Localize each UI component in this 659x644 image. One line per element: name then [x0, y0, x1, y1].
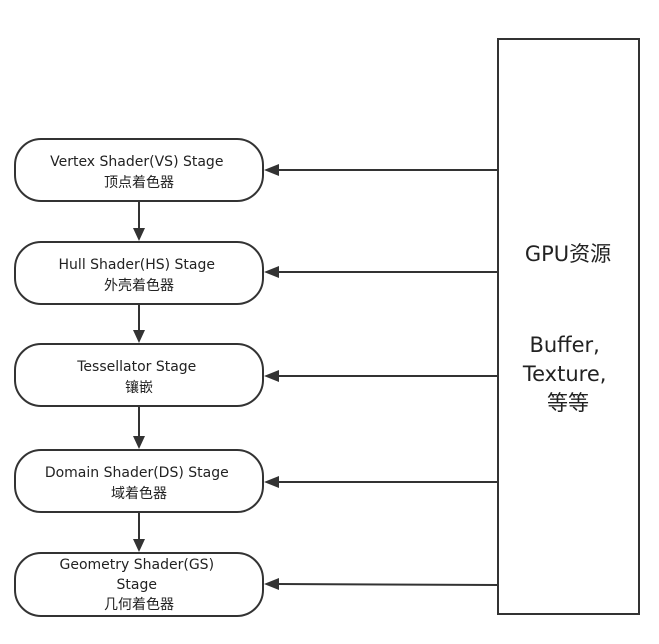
gpu-resource-box — [497, 38, 640, 615]
gpu-resource-title: GPU资源 — [525, 242, 611, 266]
resource-arrowhead-ds — [264, 476, 279, 488]
flow-arrowhead-vs-to-hs — [133, 228, 145, 241]
resource-line-gs — [276, 583, 499, 586]
gpu-resource-description: Buffer, Texture, 等等 — [522, 333, 613, 415]
stage-tessellator: Tessellator Stage 镶嵌 — [14, 343, 264, 407]
gpu-resource-line-1: Buffer, — [529, 333, 599, 357]
gpu-resource-line-3: 等等 — [547, 391, 589, 415]
resource-arrows — [264, 164, 499, 590]
stage-box-hull-shader — [14, 241, 264, 305]
gpu-resource: GPU资源 Buffer, Texture, 等等 — [497, 38, 640, 615]
stage-box-domain-shader — [14, 449, 264, 513]
resource-arrowhead-gs — [264, 578, 279, 590]
stage-box-tessellator — [14, 343, 264, 407]
flow-arrowhead-hs-to-tess — [133, 330, 145, 343]
flow-arrowhead-ds-to-gs — [133, 539, 145, 552]
resource-arrowhead-tess — [264, 370, 279, 382]
stage-label-hull-shader: Hull Shader(HS) Stage 外壳着色器 — [59, 257, 220, 294]
stage-hull-shader-line-1: Hull Shader(HS) Stage — [59, 257, 215, 273]
stage-vertex-shader-line-2: 顶点着色器 — [104, 174, 174, 191]
stage-box-vertex-shader — [14, 138, 264, 202]
stage-geometry-shader: Geometry Shader(GS) Stage 几何着色器 — [14, 552, 264, 617]
stage-tessellator-line-2: 镶嵌 — [125, 379, 153, 396]
stage-hull-shader-line-2: 外壳着色器 — [104, 277, 174, 294]
stage-tessellator-line-1: Tessellator Stage — [76, 359, 196, 375]
resource-arrowhead-vs — [264, 164, 279, 176]
stage-vertex-shader-line-1: Vertex Shader(VS) Stage — [50, 154, 223, 170]
stage-box-geometry-shader — [14, 552, 264, 617]
stage-label-tessellator: Tessellator Stage 镶嵌 — [76, 359, 201, 396]
stage-domain-shader-line-2: 域着色器 — [111, 485, 167, 502]
stage-geometry-shader-line-2: Stage — [117, 577, 157, 593]
stage-label-domain-shader: Domain Shader(DS) Stage 域着色器 — [45, 465, 233, 502]
stage-domain-shader-line-1: Domain Shader(DS) Stage — [45, 465, 229, 481]
stage-geometry-shader-line-3: 几何着色器 — [104, 596, 174, 613]
stage-vertex-shader: Vertex Shader(VS) Stage 顶点着色器 — [14, 138, 264, 202]
stage-label-geometry-shader: Geometry Shader(GS) Stage 几何着色器 — [60, 557, 219, 613]
stage-hull-shader: Hull Shader(HS) Stage 外壳着色器 — [14, 241, 264, 305]
flow-arrowhead-tess-to-ds — [133, 436, 145, 449]
gpu-resource-line-2: Texture, — [522, 362, 607, 386]
resource-arrowhead-hs — [264, 266, 279, 278]
stage-geometry-shader-line-1: Geometry Shader(GS) — [60, 557, 215, 573]
stage-domain-shader: Domain Shader(DS) Stage 域着色器 — [14, 449, 264, 513]
stage-label-vertex-shader: Vertex Shader(VS) Stage 顶点着色器 — [50, 154, 228, 191]
stage-flow-arrows — [133, 201, 145, 552]
